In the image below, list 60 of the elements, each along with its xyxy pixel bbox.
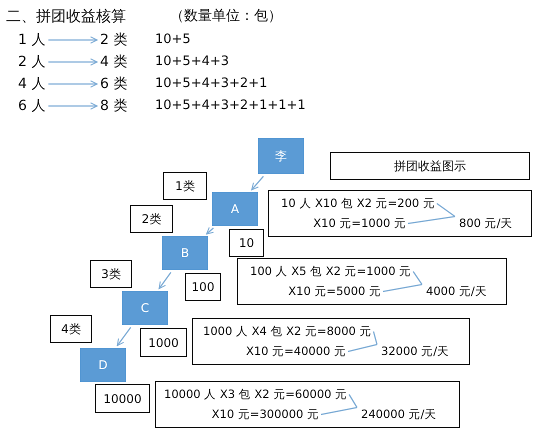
connector-line [408,216,456,224]
calc-box [268,190,532,237]
formula-text: 10+5+4+3+2+1 [155,76,268,91]
member-box: D [80,348,126,382]
calc-box [237,258,507,305]
arrow [48,80,98,88]
member-box: 李 [258,138,304,174]
arrow [48,102,98,110]
heading: 二、拼团收益核算 [6,7,126,26]
connector-line [412,271,423,285]
daily-income: 32000 元/天 [381,344,450,359]
category-count: 6 类 [100,75,128,93]
category-box: 1类 [163,172,207,200]
count-box: 100 [185,273,221,301]
calc-line: 100 人 X5 包 X2 元=1000 元 [250,264,412,279]
person-count: 4 人 [18,75,46,93]
calc-line: X10 元=5000 元 [288,284,381,299]
daily-income: 4000 元/天 [426,284,487,299]
calc-line: X10 元=1000 元 [313,216,406,231]
connector-line [348,394,358,408]
count-box: 10 [229,229,264,257]
calc-box [155,381,460,428]
connector-line [348,344,378,352]
unit-note: （数量单位：包） [170,7,282,25]
person-count: 6 人 [18,97,46,115]
count-box: 1000 [140,328,187,357]
person-count: 2 人 [18,53,46,71]
category-count: 8 类 [100,97,128,115]
arrow [116,327,132,346]
calc-line: 1000 人 X4 包 X2 元=8000 元 [203,324,372,339]
arrow [48,36,98,44]
arrow [48,58,98,66]
member-box: B [162,236,208,270]
calc-line: 10 人 X10 包 X2 元=200 元 [281,196,435,211]
calc-box [192,318,470,365]
member-box: A [212,192,258,226]
category-box: 4类 [50,315,92,343]
arrow [206,226,214,235]
formula-text: 10+5+4+3 [155,54,230,69]
arrow [251,176,264,190]
calc-line: X10 元=40000 元 [246,344,346,359]
connector-line [436,202,456,218]
category-count: 2 类 [100,31,128,49]
calc-line: X10 元=300000 元 [212,407,319,422]
connector-line [372,331,378,345]
person-count: 1 人 [18,31,46,49]
daily-income: 240000 元/天 [361,407,436,422]
connector-line [382,284,422,292]
daily-income: 800 元/天 [459,216,512,231]
member-box: C [122,291,168,325]
connector-line [320,406,358,416]
category-box: 2类 [130,205,173,233]
arrow [158,272,172,290]
count-box: 10000 [95,384,150,413]
formula-text: 10+5+4+3+2+1+1+1 [155,98,306,113]
title-box: 拼团收益图示 [330,152,530,180]
category-count: 4 类 [100,53,128,71]
calc-line: 10000 人 X3 包 X2 元=60000 元 [164,387,348,402]
category-box: 3类 [90,260,132,288]
formula-text: 10+5 [155,32,191,47]
